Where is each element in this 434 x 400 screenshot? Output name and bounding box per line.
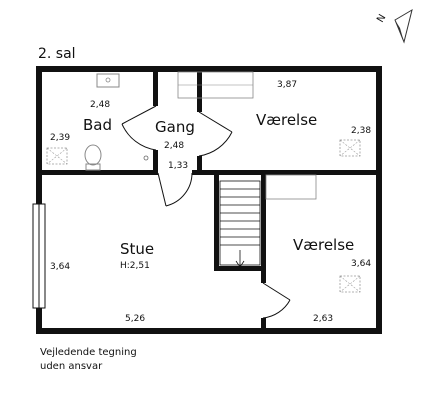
dim-stue-ceiling: H:2,51 — [120, 261, 150, 271]
dim-vaerelse-bottom-width: 2,63 — [313, 314, 333, 324]
vaerelse-top-fixtures — [177, 71, 361, 157]
room-label-vaerelse-top: Værelse — [256, 111, 317, 129]
bathroom-fixtures — [46, 73, 120, 171]
room-label-vaerelse-bottom: Værelse — [293, 236, 354, 254]
room-label-gang: Gang — [155, 118, 195, 136]
outer-walls — [36, 66, 382, 334]
dim-stue-width: 5,26 — [125, 314, 145, 324]
doors — [121, 105, 291, 319]
room-label-bad: Bad — [83, 116, 112, 134]
compass-north-icon: N — [375, 8, 413, 44]
drain-icon — [143, 155, 149, 161]
window-left — [32, 203, 46, 309]
compass-label: N — [375, 13, 388, 25]
dim-stue-height: 3,64 — [50, 262, 70, 272]
disclaimer-line-2: uden ansvar — [40, 361, 103, 372]
dim-gang-depth: 2,48 — [164, 141, 184, 151]
room-label-stue: Stue — [120, 240, 154, 258]
disclaimer-line-1: Vejledende tegning — [40, 347, 137, 358]
dim-bad-height: 2,39 — [50, 133, 70, 143]
staircase — [219, 180, 261, 268]
dim-vaerelse-top-width: 3,87 — [277, 80, 297, 90]
interior-walls — [42, 72, 376, 328]
dim-bad-width: 2,48 — [90, 100, 110, 110]
dim-vaerelse-top-height: 2,38 — [351, 126, 371, 136]
dim-gang-width: 1,33 — [168, 161, 188, 171]
dim-vaerelse-bottom-height: 3,64 — [351, 259, 371, 269]
vaerelse-bottom-fixtures — [265, 174, 361, 293]
floor-label: 2. sal — [38, 46, 76, 62]
